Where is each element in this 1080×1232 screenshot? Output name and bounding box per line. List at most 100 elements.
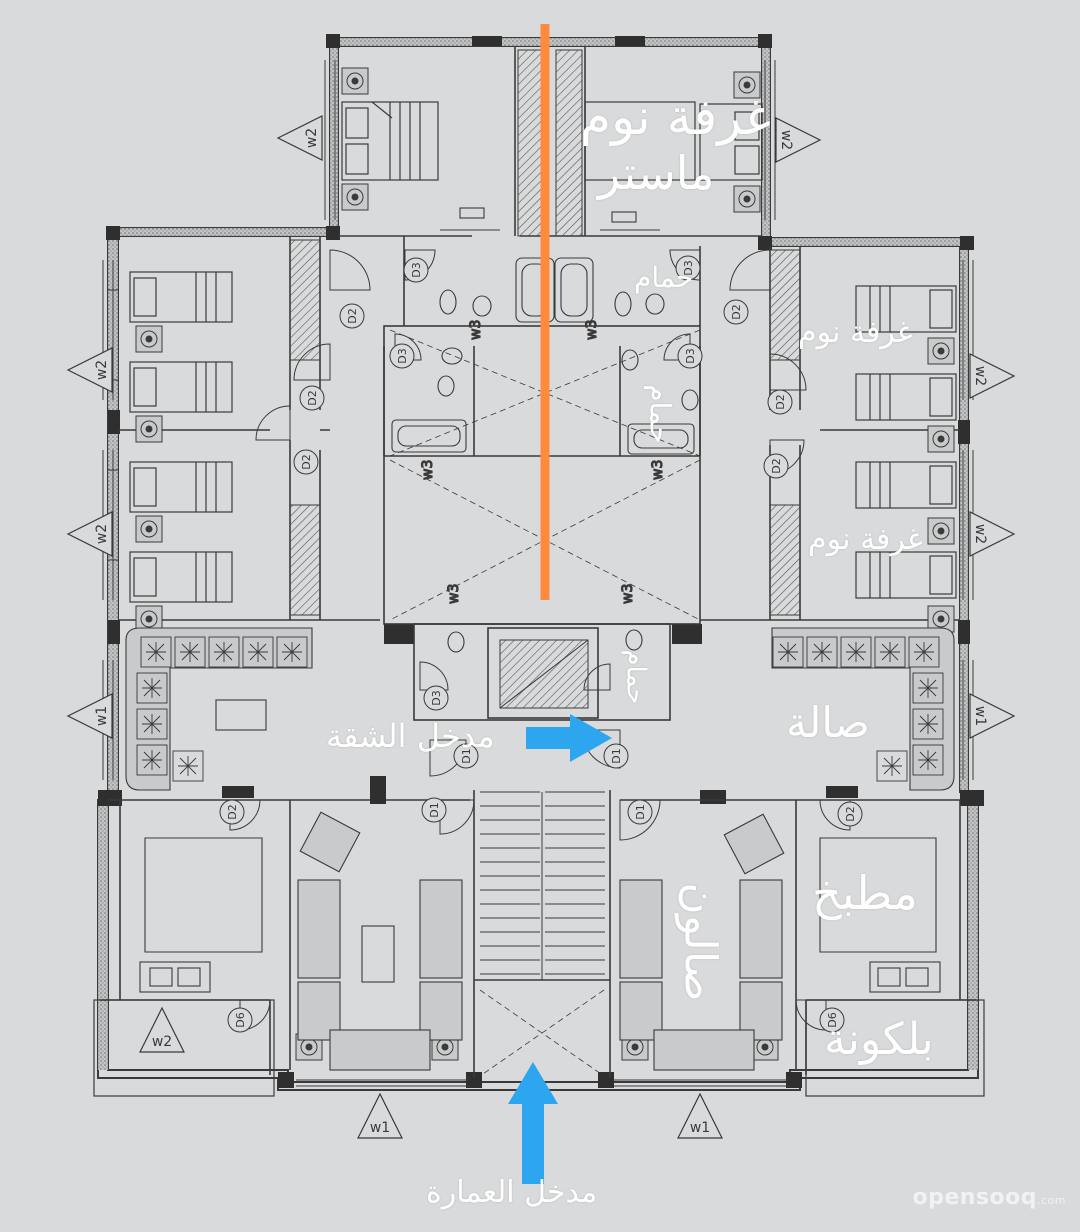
nightstand-icon	[341, 67, 369, 95]
window-tag-text: w2	[152, 1034, 172, 1050]
wardrobes	[289, 49, 801, 616]
cushion-icon	[806, 636, 838, 668]
cushion-icon	[276, 636, 308, 668]
door-tag-text: D2	[346, 308, 359, 323]
door-tag-icon: D3	[389, 343, 415, 369]
window-tag-icon: w2	[66, 511, 113, 557]
window-tag-icon: w2	[969, 511, 1016, 557]
door-tag-icon: D3	[403, 257, 429, 283]
cushion-icon	[136, 744, 168, 776]
door-swing	[429, 739, 467, 777]
window-tag-text: w1	[94, 706, 110, 726]
door-tag-icon: D2	[837, 801, 863, 827]
door-swing	[439, 799, 475, 835]
window-tag-icon: w1	[677, 1092, 723, 1139]
door-swing	[329, 249, 371, 291]
door-tag-text: D1	[634, 804, 647, 819]
door-tag-icon: D1	[453, 743, 479, 769]
door-swing	[729, 249, 771, 291]
salon-label: صالون	[674, 882, 726, 1002]
bedroom-1-label: غرفة نوم	[798, 315, 913, 350]
window-tag-text: w2	[778, 130, 794, 150]
door-tag-icon: D6	[819, 1007, 845, 1033]
window-tag-icon: w1	[66, 693, 113, 739]
door-tag-icon: D2	[299, 385, 325, 411]
salon-seating	[297, 811, 785, 1071]
window-tag-icon: w2	[66, 347, 113, 393]
window-tag-text: w2	[972, 366, 988, 386]
window-tag-text: w1	[370, 1120, 390, 1136]
door-swing	[795, 999, 827, 1031]
bedroom-2-label: غرفة نوم	[808, 522, 923, 557]
cushion-icon	[912, 744, 944, 776]
door-tag-icon: D2	[293, 449, 319, 475]
hall-label: صالة	[786, 698, 870, 747]
balconies	[93, 999, 985, 1097]
watermark-suffix: .com	[1037, 1194, 1066, 1207]
window-tag-icon: w2	[969, 353, 1016, 399]
door-swing	[229, 799, 261, 831]
cushion-icon	[208, 636, 240, 668]
nightstand-icon	[733, 185, 761, 213]
door-swing	[255, 405, 291, 441]
door-tag-icon: D1	[603, 743, 629, 769]
cushion-icon	[876, 750, 908, 782]
window-tag-text: w1	[972, 706, 988, 726]
door-tag-text: D2	[844, 806, 857, 821]
window-tag-text: w2	[94, 360, 110, 380]
beds	[129, 101, 957, 603]
door-tag-text: D3	[682, 260, 695, 275]
nightstand-icon	[135, 515, 163, 543]
master-bedroom-label-line1: غرفة نوم	[580, 88, 772, 146]
cushion-icon	[136, 708, 168, 740]
door-tag-text: D2	[306, 390, 319, 405]
kitchen-label: مطبخ	[812, 866, 918, 920]
sofa-cushions	[136, 636, 944, 782]
nightstand-icon	[135, 415, 163, 443]
door-tag-icon: D3	[423, 685, 449, 711]
bathroom-small-label: حمام	[620, 649, 651, 705]
watermark-brand: opensooq	[912, 1185, 1037, 1210]
cushion-icon	[874, 636, 906, 668]
cushion-icon	[172, 750, 204, 782]
door-tag-icon: D6	[227, 1007, 253, 1033]
cushion-icon	[136, 672, 168, 704]
window-tag-text: w2	[304, 128, 320, 148]
door-tag-text: D6	[826, 1012, 839, 1027]
door-tag-text: D1	[610, 748, 623, 763]
door-swing	[419, 661, 449, 691]
nightstand-icon	[927, 425, 955, 453]
building-entrance-label: مدخل العمارة	[426, 1175, 598, 1210]
door-tag-icon: D2	[767, 389, 793, 415]
cushion-icon	[912, 672, 944, 704]
door-tag-text: D2	[300, 454, 313, 469]
bathroom-rotated-label: حمام	[643, 384, 677, 444]
door-tag-icon: D2	[339, 303, 365, 329]
cushion-icon	[140, 636, 172, 668]
window-tag-icon: w1	[969, 693, 1016, 739]
apartment-entrance-arrow	[526, 714, 612, 762]
window-tag-text: w3	[584, 320, 600, 340]
door-tag-text: D1	[460, 748, 473, 763]
door-tag-icon: D2	[723, 299, 749, 325]
master-bed-left	[341, 101, 439, 181]
window-tag-text: w2	[972, 524, 988, 544]
window-tag-text: w3	[650, 460, 666, 480]
opensooq-watermark: opensooq.com	[912, 1185, 1066, 1210]
cushion-icon	[772, 636, 804, 668]
bathroom-top-label: حمام	[634, 261, 694, 294]
nightstand-icon	[135, 325, 163, 353]
door-tag-icon: D2	[763, 453, 789, 479]
cushion-icon	[908, 636, 940, 668]
cushion-icon	[840, 636, 872, 668]
nightstands	[135, 67, 955, 1061]
door-tag-text: D6	[234, 1012, 247, 1027]
door-swing	[619, 799, 661, 841]
door-tag-icon: D3	[675, 255, 701, 281]
door-swing	[394, 333, 422, 361]
door-tag-text: D3	[430, 690, 443, 705]
door-tag-text: D1	[428, 802, 441, 817]
door-swing	[819, 799, 851, 831]
door-swing	[769, 353, 807, 391]
